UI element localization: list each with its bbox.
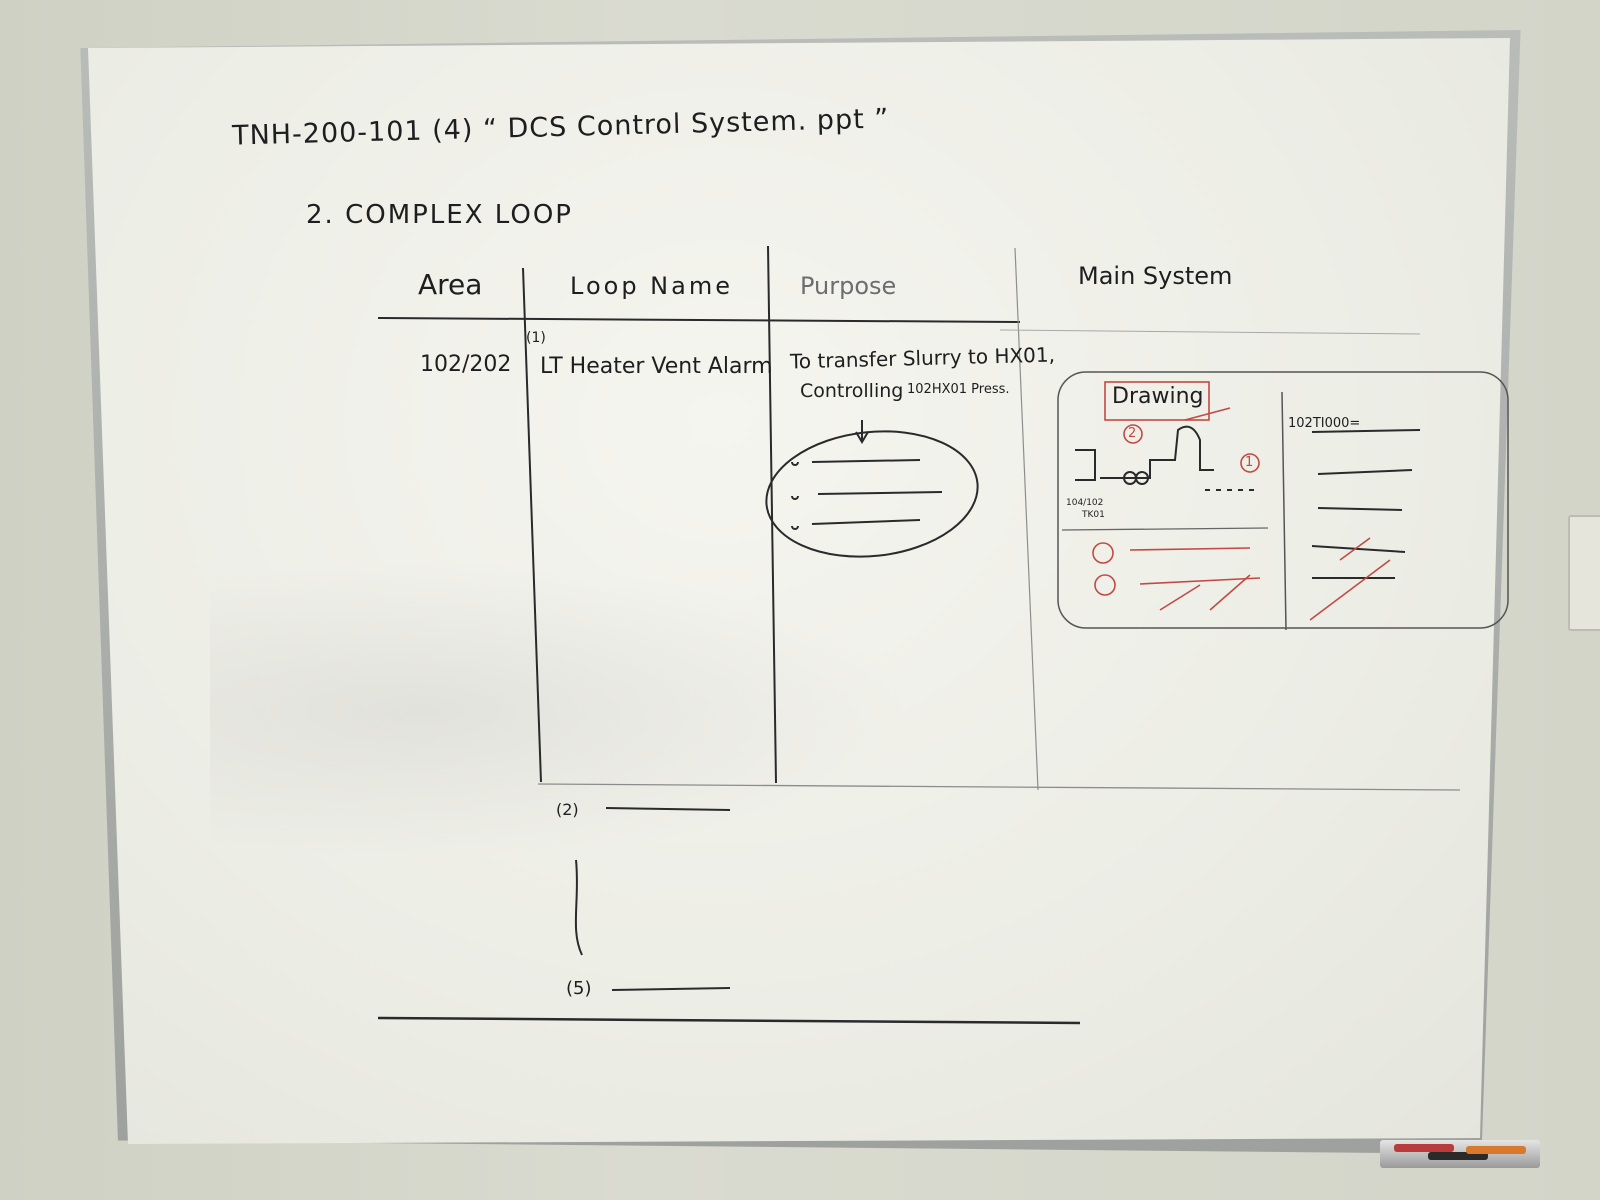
wall-light-switch: [1568, 515, 1600, 631]
table-header-rule-faint: [999, 329, 1421, 335]
table-divider-3: [1014, 247, 1039, 791]
red-annotations: [1092, 381, 1391, 621]
erased-ghost-marks: [210, 560, 910, 860]
red-marker: [1394, 1144, 1454, 1152]
column-header-purpose: Purpose: [800, 272, 897, 300]
row5-blank: [611, 987, 731, 991]
row1-purpose-line2: Controlling: [800, 380, 904, 402]
marker-tray: [1380, 1140, 1540, 1168]
row2-blank: [605, 807, 731, 811]
black-marker: [1428, 1152, 1488, 1160]
section-heading: 2. COMPLEX LOOP: [306, 200, 573, 230]
process-sketch: [1100, 425, 1214, 479]
row1-purpose-tag: 102HX01 Press.: [907, 382, 1010, 397]
row-range-bracket: [574, 859, 583, 956]
purpose-bubble: [765, 430, 979, 558]
row5-index: (5): [566, 978, 592, 999]
table-header-rule: [377, 317, 1021, 323]
orange-marker: [1466, 1146, 1526, 1154]
column-header-area: Area: [418, 268, 483, 301]
equipment-label-2: TK01: [1082, 510, 1105, 520]
row1-area: 102/202: [420, 352, 512, 377]
main-system-screen: [1057, 371, 1509, 629]
row1-loop-name: LT Heater Vent Alarm: [540, 354, 773, 379]
table-row-rule: [537, 783, 1461, 791]
tag-label: 102TI000=: [1288, 416, 1361, 431]
circle-label-2: 2: [1128, 426, 1137, 441]
circle-label-1: 1: [1245, 455, 1254, 470]
row2-index: (2): [556, 800, 579, 819]
row1-index: (1): [526, 330, 546, 346]
table-divider-2: [767, 245, 777, 784]
column-header-main-system: Main System: [1078, 262, 1233, 290]
down-arrow-icon: [855, 420, 869, 444]
column-header-loop-name: Loop Name: [570, 272, 733, 300]
table-divider-1: [522, 267, 542, 783]
drawing-label: Drawing: [1112, 384, 1204, 409]
equipment-label-1: 104/102: [1066, 498, 1104, 508]
table-bottom-rule: [377, 1016, 1081, 1025]
